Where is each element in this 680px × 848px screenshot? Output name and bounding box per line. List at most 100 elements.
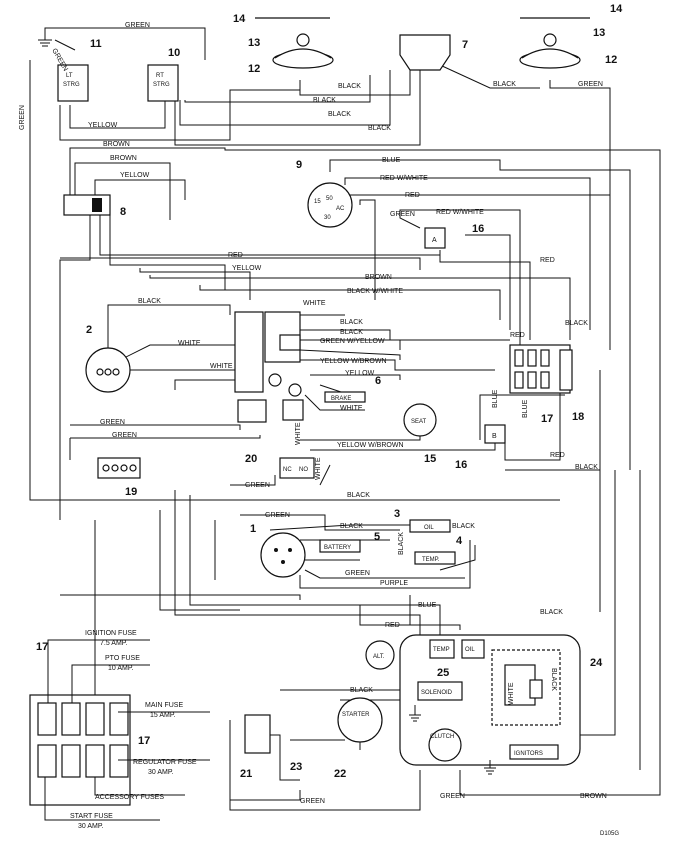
wire-label: YELLOW bbox=[88, 122, 118, 129]
wire-label: BLACK bbox=[575, 464, 598, 471]
wire-label: GREEN bbox=[440, 793, 465, 800]
callout-4: 4 bbox=[456, 535, 463, 547]
wire-label: GREEN bbox=[265, 512, 290, 519]
wire-label: RED bbox=[228, 252, 243, 259]
wire-label: BLACK bbox=[138, 298, 161, 305]
component-label: SEAT bbox=[411, 419, 427, 425]
connector-8 bbox=[63, 194, 111, 216]
alternator bbox=[365, 640, 395, 670]
wire-label: BROWN bbox=[110, 155, 137, 162]
wire-label: GREEN bbox=[100, 419, 125, 426]
wire-label: YELLOW W/BROWN bbox=[337, 442, 404, 449]
callout-14: 14 bbox=[233, 13, 246, 25]
left-steering-switch bbox=[57, 64, 89, 102]
fuse-label: ACCESSORY FUSES bbox=[95, 794, 164, 801]
ignition-switch-gauge bbox=[260, 532, 306, 578]
wire-label: WHITE bbox=[178, 340, 201, 347]
wire-label: BROWN bbox=[365, 274, 392, 281]
wire-label: BLACK bbox=[313, 97, 336, 104]
wire-label: RED W/WHITE bbox=[436, 209, 484, 216]
callout-16: 16 bbox=[455, 459, 467, 471]
component-label: STRG bbox=[63, 82, 80, 88]
callout-13: 13 bbox=[593, 27, 605, 39]
diode-pack bbox=[97, 457, 141, 479]
wire-label: GREEN bbox=[125, 22, 150, 29]
ignitors-box bbox=[509, 744, 559, 760]
wire-label: GREEN bbox=[345, 570, 370, 577]
callout-2: 2 bbox=[86, 324, 92, 336]
wire-label: GREEN bbox=[578, 81, 603, 88]
wire-label: WHITE bbox=[303, 300, 326, 307]
callout-1: 1 bbox=[250, 523, 256, 535]
component-label: RT bbox=[156, 73, 164, 79]
regulator bbox=[244, 714, 271, 754]
fuse-label: 10 AMP. bbox=[108, 665, 134, 672]
wire-label: RED bbox=[550, 452, 565, 459]
temp-sender bbox=[429, 639, 455, 659]
fuse-label: REGULATOR FUSE bbox=[133, 759, 197, 766]
ignition-key-switch bbox=[307, 182, 353, 228]
oil-lamp bbox=[409, 519, 451, 533]
wire-label: BLUE bbox=[492, 389, 499, 408]
starter bbox=[337, 697, 383, 743]
wire-label: BLACK bbox=[398, 532, 405, 555]
wire-label: RED bbox=[405, 192, 420, 199]
wire-label: GREEN bbox=[390, 211, 415, 218]
component-label: NC bbox=[283, 467, 292, 473]
component-label: TEMP bbox=[433, 647, 450, 653]
component-label: BATTERY bbox=[324, 545, 351, 551]
wire-label: BLUE bbox=[382, 157, 401, 164]
seat-switch bbox=[403, 403, 437, 437]
wire-label: BLACK bbox=[368, 125, 391, 132]
wire-label: WHITE bbox=[508, 682, 515, 705]
component-label: STARTER bbox=[342, 712, 370, 718]
oil-sender bbox=[461, 639, 485, 659]
component-label: 15 bbox=[314, 199, 321, 205]
wire-label: GREEN bbox=[300, 798, 325, 805]
wire-label: BLACK bbox=[338, 83, 361, 90]
callout-22: 22 bbox=[334, 768, 346, 780]
wire-label: RED W/WHITE bbox=[380, 175, 428, 182]
callout-19: 19 bbox=[125, 486, 137, 498]
headlight-switch bbox=[399, 34, 451, 71]
wire-label: BLACK bbox=[328, 111, 351, 118]
component-label: B bbox=[492, 433, 497, 440]
fuse-label: IGNITION FUSE bbox=[85, 630, 137, 637]
wire-label: WHITE bbox=[315, 457, 322, 480]
right-steering-switch bbox=[147, 64, 179, 102]
component-label: A bbox=[432, 237, 437, 244]
callout-12: 12 bbox=[248, 63, 260, 75]
component-label: OIL bbox=[424, 525, 434, 531]
ground-symbol bbox=[409, 705, 421, 722]
fuse-label: 15 AMP. bbox=[150, 712, 176, 719]
wire-label: YELLOW bbox=[232, 265, 262, 272]
callout-18: 18 bbox=[572, 411, 584, 423]
wire-label: BLACK W/WHITE bbox=[347, 288, 403, 295]
component-label: TEMP. bbox=[422, 557, 440, 563]
ground-symbol bbox=[38, 28, 52, 47]
callout-11: 11 bbox=[90, 38, 102, 50]
callout-8: 8 bbox=[120, 206, 126, 218]
callout-13: 13 bbox=[248, 37, 260, 49]
callout-16: 16 bbox=[472, 223, 484, 235]
component-label: 50 bbox=[326, 196, 333, 202]
fuse-label: 30 AMP. bbox=[78, 823, 104, 830]
callout-24: 24 bbox=[590, 657, 603, 669]
component-label: CLUTCH bbox=[430, 734, 454, 740]
wire-label: RED bbox=[385, 622, 400, 629]
callout-9: 9 bbox=[296, 159, 302, 171]
wire-label: BLACK bbox=[565, 320, 588, 327]
temp-lamp bbox=[414, 551, 456, 565]
wire-label: BLACK bbox=[452, 523, 475, 530]
fuse-label: PTO FUSE bbox=[105, 655, 140, 662]
wire-label: BROWN bbox=[580, 793, 607, 800]
fuse-label: START FUSE bbox=[70, 813, 113, 820]
wire-label: BLUE bbox=[418, 602, 437, 609]
headlight-bulb-left bbox=[296, 33, 310, 47]
wire-label: WHITE bbox=[210, 363, 233, 370]
fuse-label: 30 AMP. bbox=[148, 769, 174, 776]
component-label: ALT. bbox=[373, 654, 385, 660]
wire-label: BLACK bbox=[347, 492, 370, 499]
ignition-module bbox=[504, 664, 543, 706]
hour-meter bbox=[85, 347, 131, 393]
